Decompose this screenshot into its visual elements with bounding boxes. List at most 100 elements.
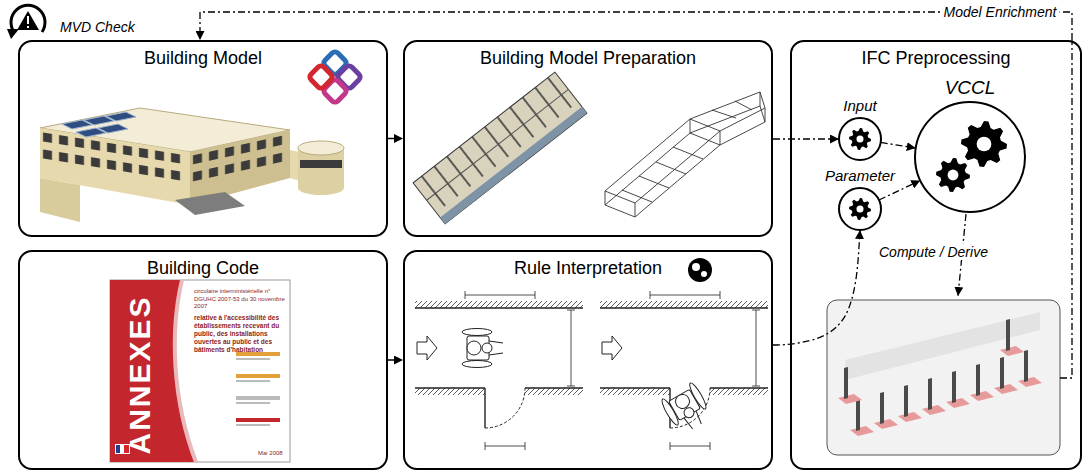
head-gear-icon [701,271,707,277]
wireframe-model [712,101,752,118]
enriched-model-render [946,371,970,408]
gear-hole [977,137,992,152]
floor-plan-render [413,72,587,224]
enriched-model-render [970,364,994,401]
enriched-model-render [838,367,862,404]
building-illustration [175,192,245,215]
illustration-layer [462,329,503,368]
code-document [236,418,280,422]
building-illustration [298,141,344,155]
gear-hole [948,170,959,181]
wireframe-model [605,119,720,203]
circle-outline-layer [905,100,1035,214]
enriched-model-render [1018,350,1042,387]
building-illustration [300,160,342,168]
wireframe-model [690,92,765,131]
node-title: IFC Preprocessing [861,42,1010,69]
gear-hole [856,135,863,142]
enrichment-line [1060,40,1072,378]
mvd-check-icon [7,5,45,39]
document-heading: ANNEXES [123,295,157,454]
illustration-layer [660,381,714,436]
gear-hole [856,205,863,212]
code-document [175,280,196,462]
code-document [236,380,270,382]
code-box: Building Code [18,250,388,470]
enriched-model-render [827,300,1060,455]
code-document [110,280,290,462]
building-illustration [98,124,128,133]
building-illustration [190,131,286,186]
gear-icon [936,158,970,192]
circle-outline-layer [812,186,908,232]
gear-icon [849,128,871,150]
building-illustration [190,131,286,186]
building-illustration [40,108,344,222]
head-gear-icon [688,258,712,282]
code-document [110,280,290,462]
engine-node: VCCL [905,76,1035,214]
floor-plan-render [413,72,578,213]
flow-connector [881,142,916,148]
document-text: circulaire interministérielle n° DGUHC 2… [194,288,286,311]
flow-connector [388,359,403,360]
connector-label: Model Enrichment [941,4,1060,20]
building-illustration [40,128,184,185]
check-label: MVD Check [60,19,135,35]
wireframe-model [760,92,765,122]
node-circle [839,188,881,230]
gear-icon [961,121,1007,167]
model-box: Building Model [18,40,388,237]
node-title: Building Code [147,252,259,279]
building-illustration [106,112,136,121]
building-illustration [40,178,80,222]
code-document [236,374,280,378]
gear-node: Parameter [812,166,908,232]
node-title: Building Model Preparation [480,42,696,69]
wireframe-model [622,147,703,202]
enriched-model-render [845,312,1040,380]
flow-connector [773,138,839,139]
mvd-check-icon [11,5,45,32]
process-box: Building Model Preparation [403,40,773,237]
wireframe-model [605,92,765,217]
mvd-check-icon [27,26,29,28]
code-document [116,445,120,453]
ifc-logo [308,64,333,89]
node-circle [915,102,1025,212]
code-document [236,396,280,400]
process-box: Rule Interpretation [403,250,773,470]
node-title: Input [843,96,876,116]
building-illustration [40,128,190,205]
mvd-check-icon [7,29,19,39]
gear-icon [849,198,871,220]
code-document [110,280,196,462]
gear-node: Input [820,96,900,162]
head-gear-icon [692,263,700,271]
enriched-model-render [874,392,898,429]
node-title: Rule Interpretation [514,252,662,279]
floor-plan-render [440,107,587,224]
document-text: relative à l'accessibilité des établisse… [194,314,286,355]
building-illustration [190,130,290,205]
process-label: Compute / Derive [876,244,991,260]
node-title: Building Model [144,42,262,69]
wireframe-model [605,119,720,217]
illustration-layer [415,291,583,450]
mvd-check-icon [27,16,29,24]
ifc-logo [308,50,361,103]
building-illustration [298,181,344,195]
node-title: VCCL [945,76,996,100]
code-document [236,402,270,404]
head-gear-icon [688,258,712,282]
enriched-model-render [827,300,1060,455]
node-title: Parameter [825,166,895,186]
document-date: Mai 2008 [258,450,283,458]
circle-outline-layer [820,116,900,162]
enriched-model-render [850,399,874,436]
enriched-model-render [994,357,1018,394]
wireframe-model [690,106,765,145]
flow-connector [773,230,860,345]
